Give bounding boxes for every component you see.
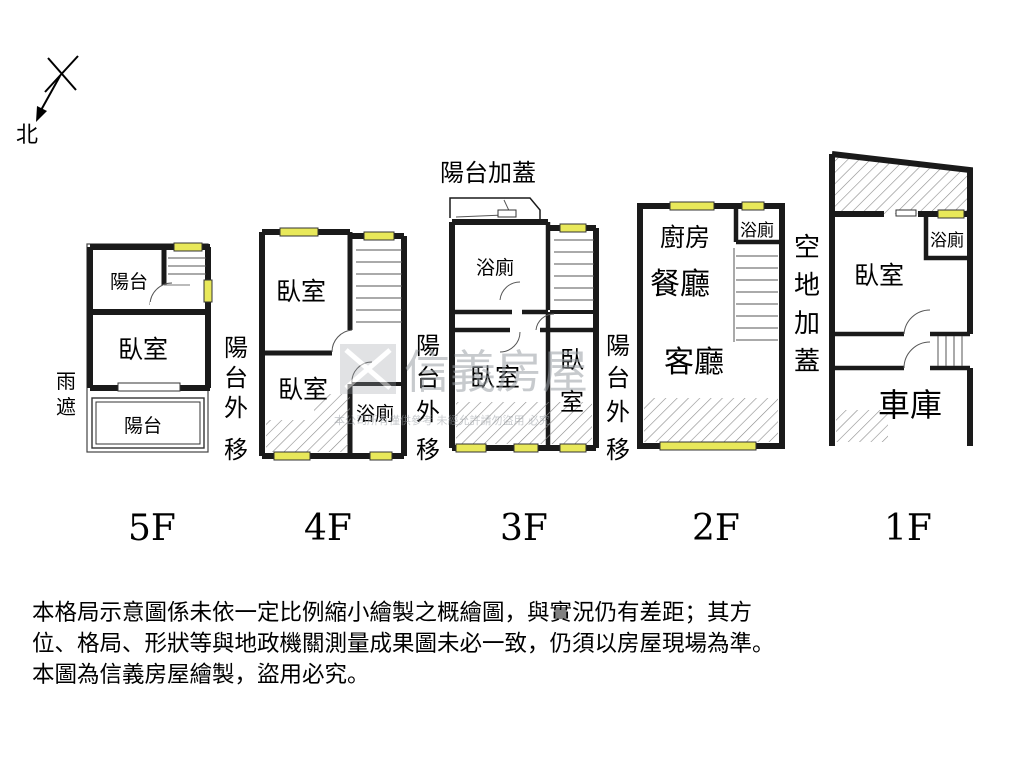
4f-note-char-4: 移 — [224, 436, 248, 464]
4f-note-char-2: 台 — [224, 364, 248, 392]
floor-3f: 陽台加蓋 浴廁 臥室 臥 室 陽 台 外 移 — [416, 159, 599, 549]
5f-canopy-char-1: 雨 — [56, 369, 76, 393]
5f-balcony-bottom-label: 陽台 — [124, 415, 162, 437]
watermark-small: 本公司所有僅供參考 未經允許請勿盜用 必究 — [334, 413, 550, 427]
floor-5f: 陽台 臥室 陽台 雨 遮 5F — [56, 242, 213, 549]
5f-canopy-label: 雨 遮 — [56, 369, 82, 419]
2f-living-label: 客廳 — [664, 345, 724, 380]
5f-bedroom-label: 臥室 — [118, 335, 168, 364]
3f-bathroom-label: 浴廁 — [476, 256, 514, 279]
north-label: 北 — [16, 123, 38, 148]
5f-canopy-char-2: 遮 — [56, 395, 76, 419]
3f-roof-addition-label: 陽台加蓋 — [440, 159, 536, 187]
3f-bedroom-left-label: 臥室 — [470, 363, 520, 392]
floor-2f: 廚房 浴廁 餐廳 客廳 陽 台 外 移 2F — [606, 201, 785, 549]
2f-note-char-3: 外 — [606, 398, 630, 426]
5f-floor-label: 5F — [128, 508, 176, 549]
3f-note-char-2: 台 — [416, 364, 440, 392]
5f-balcony-top-label: 陽台 — [110, 271, 148, 293]
2f-bathroom-label: 浴廁 — [740, 220, 774, 241]
3f-bedroom-right-char-2: 室 — [560, 388, 584, 416]
north-arrow-icon: 北 — [16, 55, 79, 148]
4f-bedroom-top-label: 臥室 — [276, 277, 326, 306]
2f-kitchen-label: 廚房 — [660, 223, 710, 252]
1f-bedroom-label: 臥室 — [854, 261, 904, 290]
brand-logo-icon — [340, 344, 396, 394]
2f-note-char-1: 陽 — [606, 332, 630, 360]
2f-note-label: 陽 台 外 移 — [606, 332, 638, 464]
3f-bedroom-right-char-1: 臥 — [560, 346, 584, 374]
disclaimer-line-1: 本格局示意圖係未依一定比例縮小繪製之概繪圖，與實況仍有差距；其方 — [32, 600, 753, 626]
watermark: 信義房屋 本公司所有僅供參考 未經允許請勿盜用 必究 — [334, 344, 588, 427]
1f-note-char-1: 空 — [794, 233, 820, 263]
2f-note-char-2: 台 — [606, 364, 630, 392]
3f-bedroom-right-label: 臥 室 — [560, 346, 592, 416]
4f-bedroom-bottom-label: 臥室 — [278, 375, 328, 404]
2f-floor-label: 2F — [692, 508, 740, 549]
4f-note-label: 陽 台 外 移 — [224, 334, 256, 464]
1f-garage-label: 車庫 — [878, 386, 942, 424]
4f-note-char-1: 陽 — [224, 334, 248, 362]
disclaimer-line-2: 位、格局、形狀等與地政機關測量成果圖未必一致，仍須以房屋現場為準。 — [32, 631, 775, 657]
disclaimer-line-3: 本圖為信義房屋繪製，盜用必究。 — [32, 662, 370, 688]
3f-note-char-1: 陽 — [416, 332, 440, 360]
floor-4f: 臥室 臥室 浴廁 陽 台 外 移 4F — [224, 227, 407, 549]
1f-note-label: 空 地 加 蓋 — [794, 233, 828, 377]
4f-bathroom-label: 浴廁 — [356, 402, 394, 425]
watermark-brand: 信義房屋 — [404, 345, 588, 399]
1f-note-char-3: 加 — [794, 309, 820, 339]
1f-bathroom-label: 浴廁 — [930, 230, 964, 251]
1f-note-char-4: 蓋 — [794, 347, 820, 377]
1f-note-char-2: 地 — [794, 271, 820, 301]
floor-1f: 浴廁 臥室 車庫 空 地 加 蓋 1F — [794, 151, 973, 549]
3f-floor-label: 3F — [500, 508, 548, 549]
4f-note-char-3: 外 — [224, 394, 248, 422]
3f-note-char-4: 移 — [416, 436, 440, 464]
4f-floor-label: 4F — [304, 508, 352, 549]
disclaimer: 本格局示意圖係未依一定比例縮小繪製之概繪圖，與實況仍有差距；其方 位、格局、形狀… — [32, 598, 1012, 691]
2f-note-char-4: 移 — [606, 436, 630, 464]
2f-dining-label: 餐廳 — [650, 267, 710, 302]
1f-floor-label: 1F — [884, 508, 932, 549]
3f-note-char-3: 外 — [416, 398, 440, 426]
3f-note-label: 陽 台 外 移 — [416, 332, 448, 464]
